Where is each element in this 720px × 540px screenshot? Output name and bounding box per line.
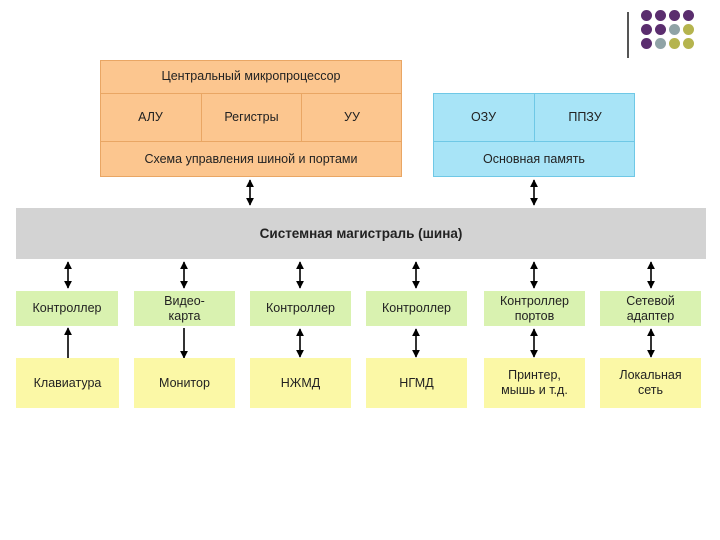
controller-label: Контроллер портов: [500, 293, 569, 323]
cpu-divider-bottom: [100, 141, 402, 142]
device-label: НГМД: [399, 375, 434, 390]
controller-hdd: Контроллер: [250, 291, 351, 326]
device-fdd: НГМД: [366, 358, 467, 408]
controller-label: Контроллер: [266, 301, 335, 315]
cpu-title: Центральный микропроцессор: [161, 69, 341, 83]
decorative-dot: [655, 24, 666, 35]
controller-label: Сетевой адаптер: [626, 293, 675, 323]
decorative-dot: [641, 10, 652, 21]
alu-cell: АЛУ: [138, 110, 163, 124]
device-monitor: Монитор: [134, 358, 235, 408]
decorative-dot: [669, 24, 680, 35]
controller-fdd: Контроллер: [366, 291, 467, 326]
main-memory-cell: Основная память: [483, 152, 585, 166]
decorative-dot: [641, 24, 652, 35]
cpu-divider-v1: [201, 94, 202, 141]
controller-label: Видео- карта: [164, 293, 205, 323]
decorative-dot: [655, 10, 666, 21]
decorative-dot: [669, 38, 680, 49]
device-label: Принтер, мышь и т.д.: [501, 368, 568, 397]
ram-cell: ОЗУ: [470, 109, 497, 124]
registers-cell: Регистры: [224, 110, 279, 124]
bus-control-cell: Схема управления шиной и портами: [144, 152, 358, 166]
control-unit-cell: УУ: [344, 110, 360, 124]
memory-divider-h: [433, 141, 635, 142]
cpu-divider-v2: [301, 94, 302, 141]
memory-divider-v: [534, 93, 535, 141]
controller-keyboard: Контроллер: [16, 291, 118, 326]
system-bus: Системная магистраль (шина): [16, 208, 706, 259]
device-hdd: НЖМД: [250, 358, 351, 408]
controller-video-card: Видео- карта: [134, 291, 235, 326]
decorative-dot: [655, 38, 666, 49]
decorative-dot: [683, 38, 694, 49]
rom-cell: ППЗУ: [568, 109, 602, 124]
device-label: НЖМД: [280, 375, 321, 390]
controller-label: Контроллер: [382, 301, 451, 315]
cpu-divider-top: [100, 93, 402, 94]
device-printer-mouse: Принтер, мышь и т.д.: [484, 358, 585, 408]
controller-ports: Контроллер портов: [484, 291, 585, 326]
device-label: Локальная сеть: [619, 368, 682, 397]
corner-divider-line: [627, 12, 629, 58]
device-local-network: Локальная сеть: [600, 358, 701, 408]
cpu-block: [100, 60, 402, 177]
network-adapter: Сетевой адаптер: [600, 291, 701, 326]
controller-label: Контроллер: [32, 301, 102, 315]
decorative-dot: [683, 10, 694, 21]
device-label: Клавиатура: [33, 375, 102, 390]
decorative-dot: [641, 38, 652, 49]
device-keyboard: Клавиатура: [16, 358, 119, 408]
decorative-dot-grid: [641, 10, 694, 49]
decorative-dot: [669, 10, 680, 21]
device-label: Монитор: [159, 375, 210, 390]
decorative-dot: [683, 24, 694, 35]
